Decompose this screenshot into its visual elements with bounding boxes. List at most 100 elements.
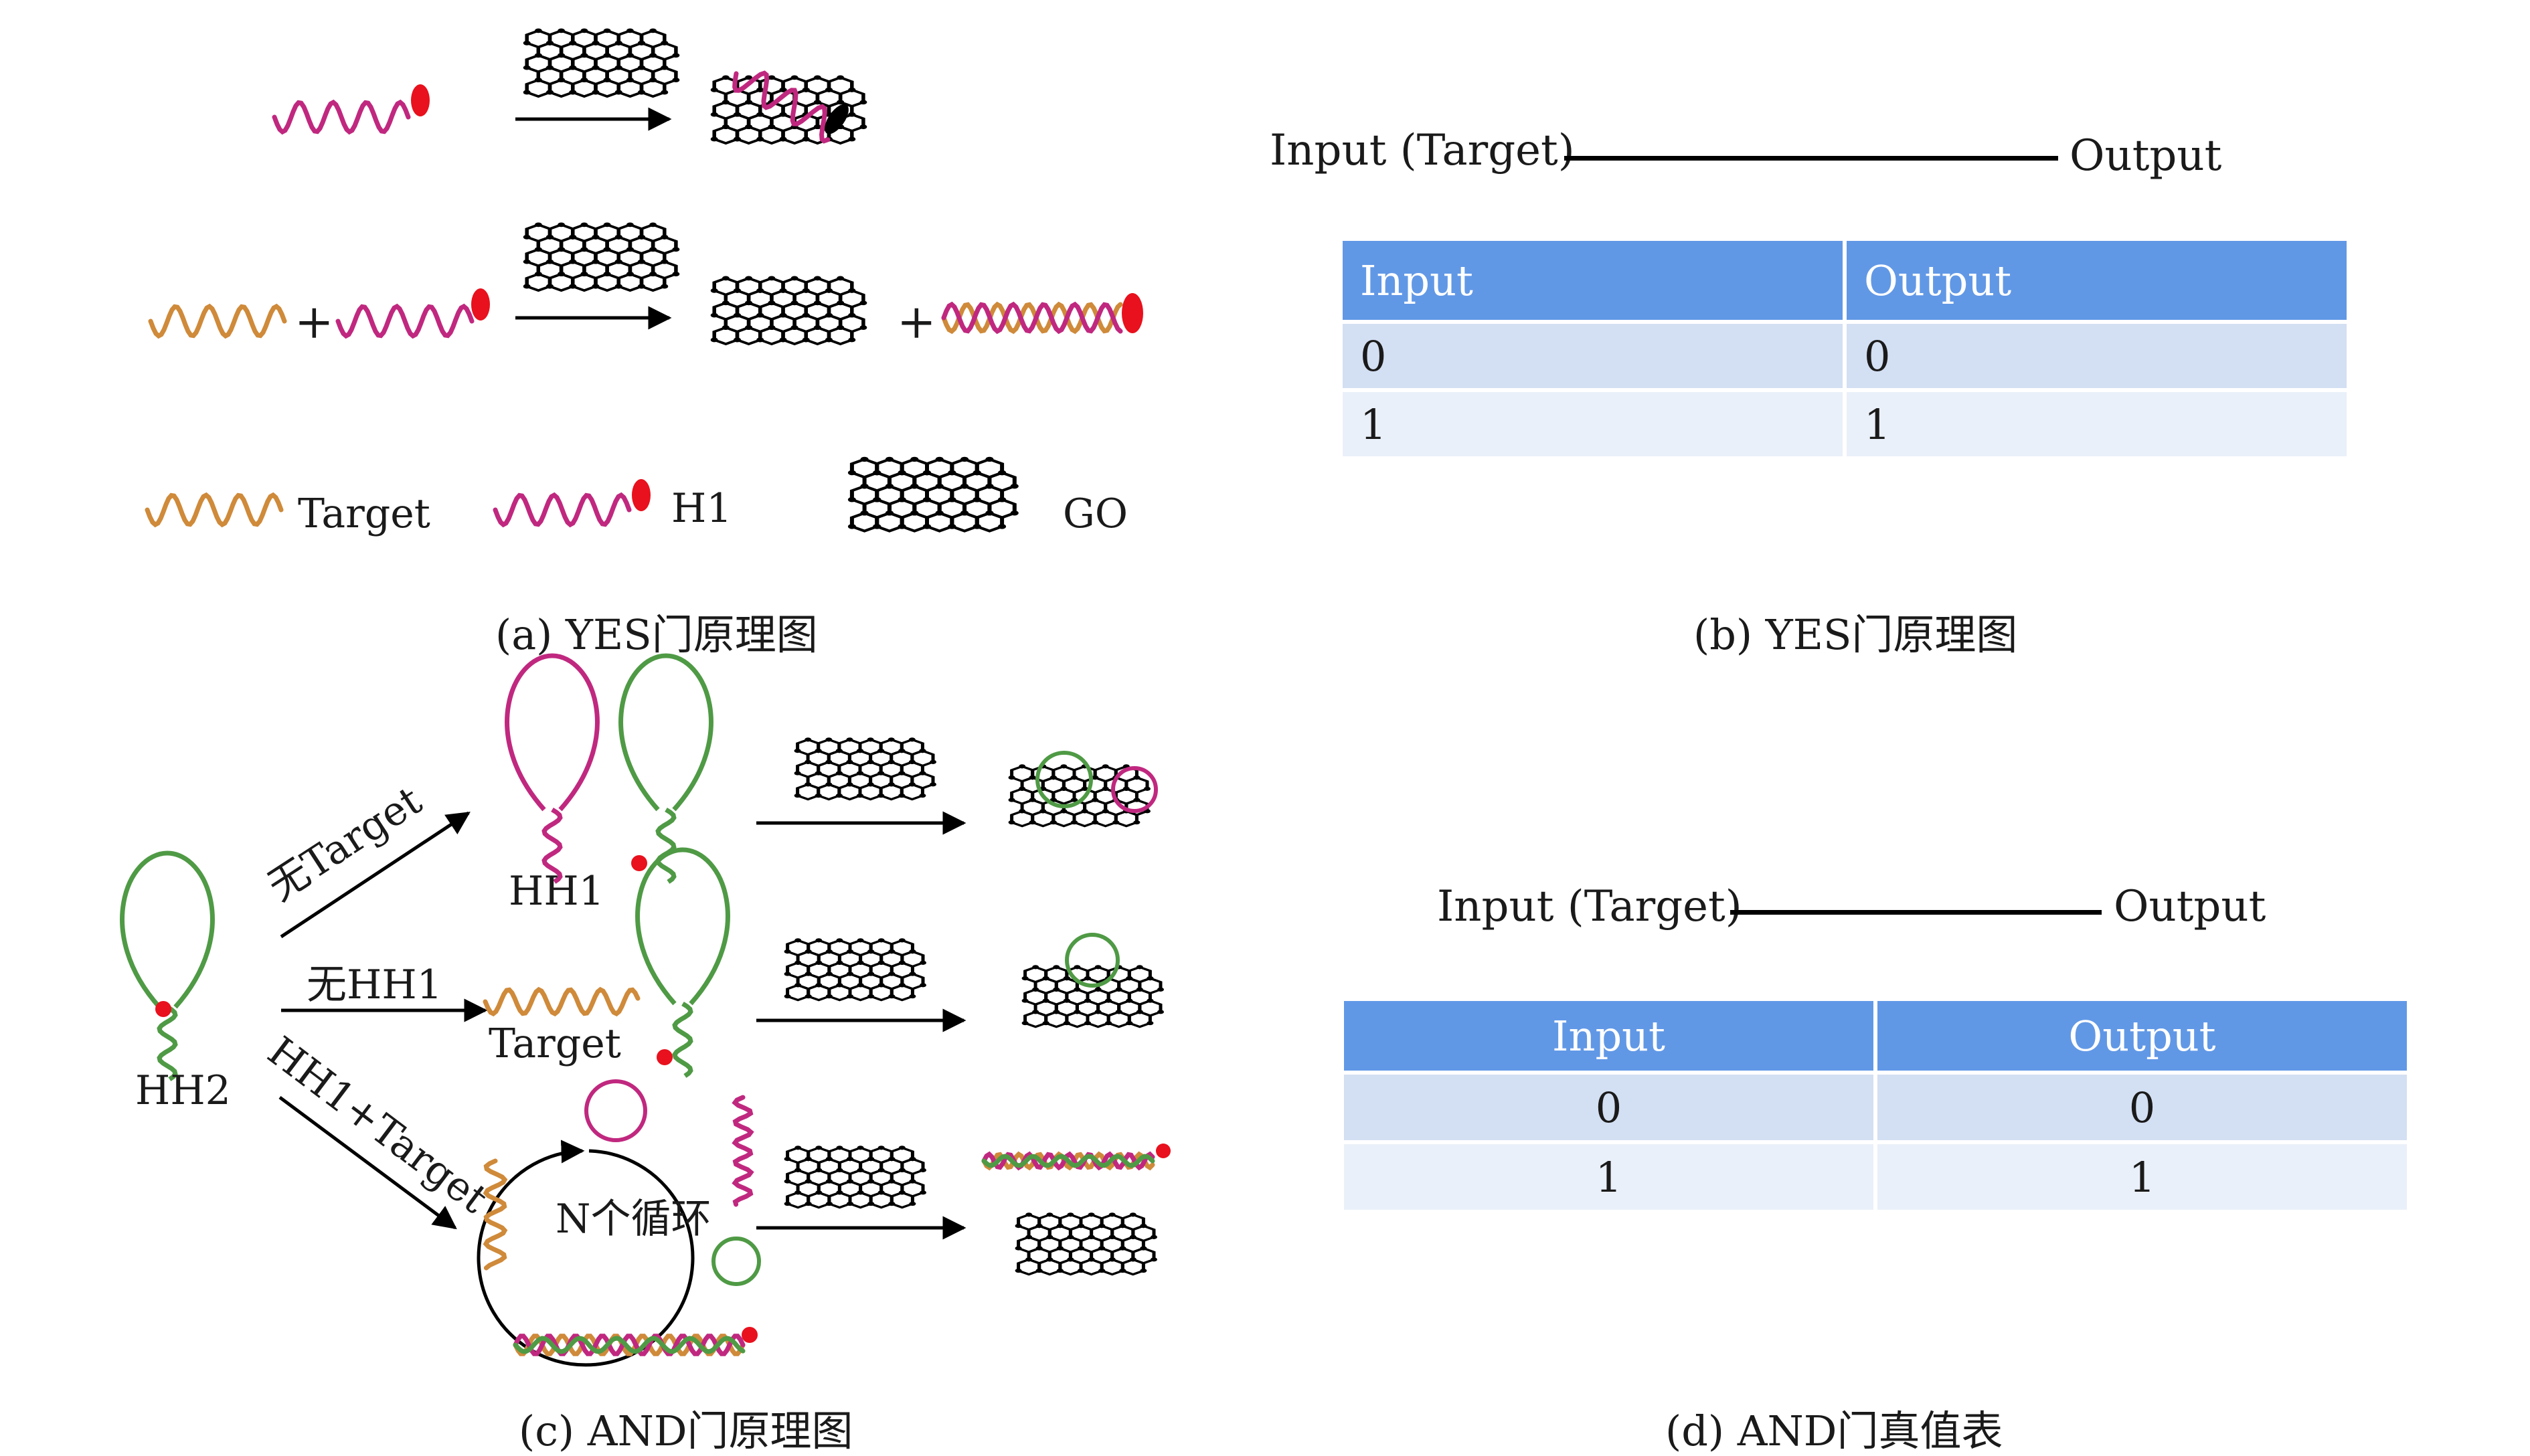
carbon-node bbox=[1046, 1212, 1053, 1217]
carbon-node bbox=[603, 247, 611, 252]
carbon-node bbox=[1025, 1212, 1033, 1217]
graphene-oxide-sheet bbox=[523, 28, 680, 98]
hexagon bbox=[807, 1191, 831, 1209]
hexagon bbox=[837, 783, 862, 801]
legend-graphene-oxide-sheet bbox=[847, 456, 1019, 533]
carbon-node bbox=[784, 949, 791, 954]
carbon-node bbox=[910, 511, 919, 516]
carbon-node bbox=[847, 524, 856, 529]
hexagon bbox=[1023, 1010, 1048, 1028]
carbon-node bbox=[710, 288, 718, 293]
carbon-node bbox=[815, 1190, 823, 1195]
carbon-node bbox=[1147, 1020, 1154, 1026]
hexagon bbox=[712, 326, 740, 346]
carbon-node bbox=[930, 759, 936, 764]
carbon-node bbox=[592, 90, 600, 95]
legend-target-label: Target bbox=[298, 490, 430, 537]
carbon-node bbox=[888, 1157, 896, 1162]
carbon-node bbox=[1119, 1268, 1126, 1273]
carbon-node bbox=[614, 234, 622, 240]
carbon-node bbox=[649, 247, 657, 252]
branch-arrow-hh1-target bbox=[278, 1095, 457, 1230]
hexagon bbox=[525, 272, 552, 292]
carbon-node bbox=[1015, 1268, 1022, 1273]
carbon-node bbox=[1071, 820, 1078, 825]
carbon-node bbox=[825, 1201, 833, 1206]
carbon-node bbox=[1144, 786, 1151, 791]
carbon-node bbox=[722, 124, 730, 129]
carbon-node bbox=[813, 100, 821, 105]
carbon-node bbox=[805, 994, 812, 999]
carbon-node bbox=[909, 994, 916, 999]
carbon-node bbox=[877, 749, 885, 753]
hexagon bbox=[1044, 1010, 1069, 1028]
label-no-hh1: 无HH1 bbox=[307, 962, 442, 1008]
hairpin-loop bbox=[505, 653, 600, 812]
label-target-c: Target bbox=[489, 1020, 621, 1067]
carbon-node bbox=[1102, 786, 1109, 791]
carbon-node bbox=[626, 272, 634, 276]
carbon-node bbox=[1078, 1268, 1084, 1273]
carbon-node bbox=[846, 737, 853, 742]
label-no-target: 无Target bbox=[260, 777, 430, 910]
carbon-node bbox=[1119, 1224, 1126, 1228]
carbon-node bbox=[813, 300, 821, 306]
carbon-node bbox=[710, 337, 718, 343]
carbon-node bbox=[1063, 998, 1070, 1003]
carbon-node bbox=[546, 259, 554, 264]
carbon-node bbox=[848, 136, 856, 142]
graphene-oxide-sheet bbox=[710, 75, 867, 145]
carbon-node bbox=[1088, 1257, 1095, 1262]
and-cell: 1 bbox=[1877, 1144, 2407, 1210]
carbon-node bbox=[745, 300, 753, 306]
carbon-node bbox=[558, 272, 566, 276]
yes-cell: 1 bbox=[1847, 392, 2347, 456]
carbon-node bbox=[1074, 987, 1081, 992]
carbon-node bbox=[888, 1201, 896, 1206]
carbon-node bbox=[1108, 1212, 1116, 1217]
hexagon bbox=[796, 783, 821, 801]
carbon-node bbox=[813, 276, 821, 281]
hexagon bbox=[594, 78, 621, 98]
carbon-node bbox=[569, 65, 577, 70]
carbon-node bbox=[867, 1179, 875, 1184]
carbon-node bbox=[784, 1179, 791, 1184]
hexagon bbox=[869, 984, 894, 1002]
graphene-oxide-sheet bbox=[784, 938, 926, 1002]
hh2-hairpin bbox=[618, 653, 713, 884]
hexagon bbox=[858, 783, 883, 801]
free-duplex-strand bbox=[981, 1154, 1155, 1168]
carbon-node bbox=[1136, 987, 1143, 992]
graphene-oxide-sheet bbox=[1021, 965, 1164, 1028]
hexagon bbox=[570, 272, 598, 292]
legend-h1-label: H1 bbox=[671, 485, 732, 532]
carbon-node bbox=[1049, 820, 1057, 825]
carbon-node bbox=[848, 288, 856, 293]
and-cell: 0 bbox=[1344, 1075, 1873, 1140]
carbon-node bbox=[1140, 1268, 1147, 1273]
hexagon bbox=[925, 511, 954, 533]
yes-output-label: Output bbox=[2070, 131, 2222, 181]
carbon-node bbox=[847, 1179, 853, 1184]
carbon-node bbox=[848, 112, 856, 117]
fluorophore-dot bbox=[471, 288, 490, 321]
carbon-node bbox=[649, 272, 657, 276]
carbon-node bbox=[638, 90, 645, 95]
carbon-node bbox=[909, 949, 916, 954]
carbon-node bbox=[649, 53, 657, 58]
graphene-oxide-sheet bbox=[794, 737, 936, 801]
carbon-node bbox=[1088, 1212, 1095, 1217]
carbon-node bbox=[847, 1157, 853, 1162]
label-hh1: HH1 bbox=[509, 868, 604, 915]
carbon-node bbox=[923, 524, 931, 529]
carbon-node bbox=[815, 960, 823, 965]
carbon-node bbox=[825, 337, 833, 343]
illustration-layer: ++ bbox=[120, 28, 1171, 1367]
carbon-node bbox=[1147, 998, 1154, 1003]
hexagon bbox=[758, 125, 785, 145]
carbon-node bbox=[1025, 1235, 1033, 1239]
carbon-node bbox=[836, 960, 843, 965]
carbon-node bbox=[857, 983, 864, 988]
carbon-node bbox=[756, 112, 764, 117]
carbon-node bbox=[1108, 1257, 1116, 1262]
